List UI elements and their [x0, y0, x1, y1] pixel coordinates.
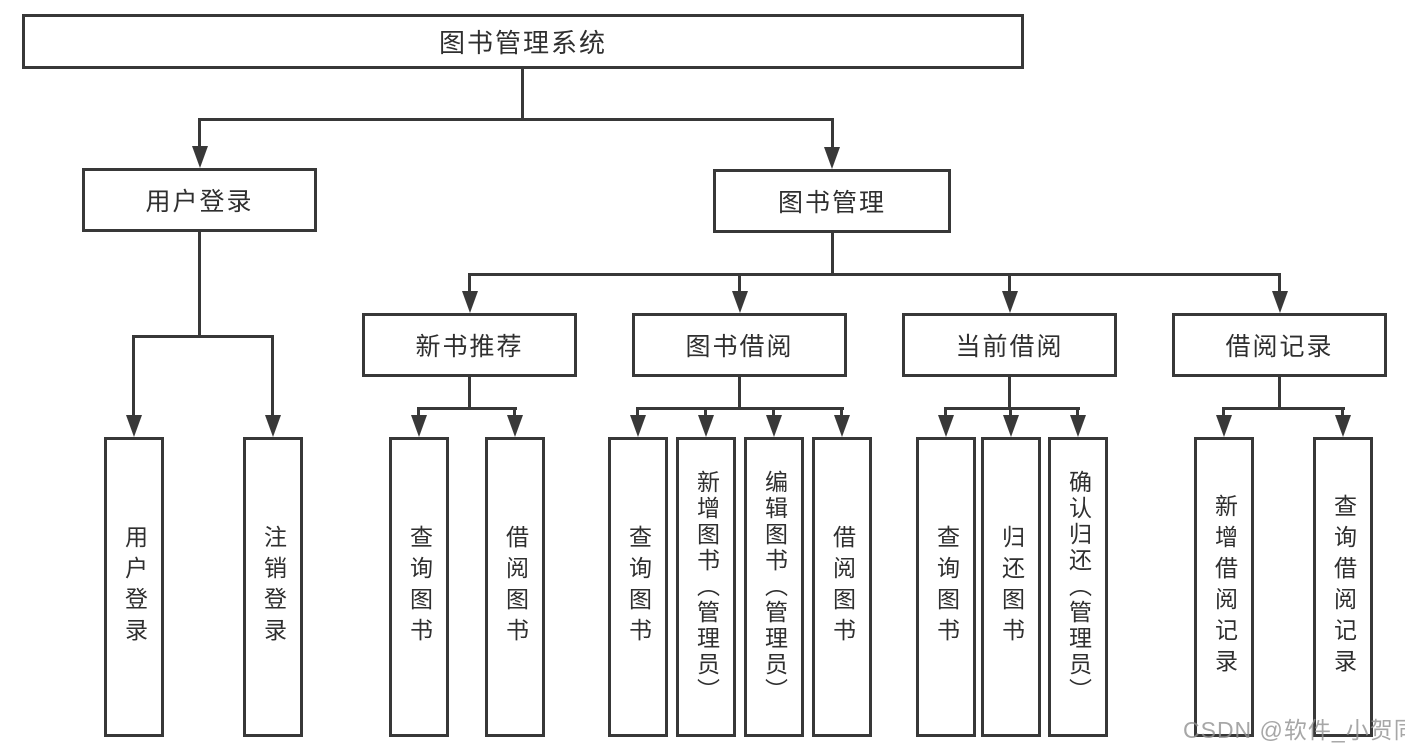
arrow-down-icon — [411, 415, 427, 437]
leaf-query-books-borrowing: 查询图书 — [608, 437, 668, 737]
connector-line — [772, 407, 775, 419]
connector-line — [840, 407, 843, 419]
connector-line — [132, 335, 274, 338]
connector-line — [738, 377, 741, 407]
arrow-down-icon — [834, 415, 850, 437]
node-label: 借阅图书 — [502, 525, 529, 649]
node-label: 查询图书 — [406, 525, 433, 649]
connector-line — [513, 407, 516, 419]
leaf-confirm-return-admin: 确认归还（管理员） — [1048, 437, 1108, 737]
leaf-borrow-books-recommend: 借阅图书 — [485, 437, 545, 737]
connector-line — [1222, 407, 1225, 419]
arrow-down-icon — [1002, 291, 1018, 313]
leaf-query-books-current: 查询图书 — [916, 437, 976, 737]
arrow-down-icon — [1216, 415, 1232, 437]
node-label: 归还图书 — [998, 525, 1025, 649]
connector-line — [831, 233, 834, 273]
connector-line — [417, 407, 517, 410]
arrow-down-icon — [1070, 415, 1086, 437]
arrow-down-icon — [507, 415, 523, 437]
connector-line — [1076, 407, 1079, 419]
arrow-down-icon — [126, 415, 142, 437]
arrow-down-icon — [1003, 415, 1019, 437]
connector-line — [1222, 407, 1345, 410]
node-label: 确认归还（管理员） — [1065, 470, 1092, 704]
connector-line — [468, 273, 471, 295]
arrow-down-icon — [630, 415, 646, 437]
connector-line — [198, 118, 834, 121]
node-label: 用户登录 — [121, 525, 148, 649]
connector-line — [1278, 377, 1281, 407]
leaf-user-login: 用户登录 — [104, 437, 164, 737]
connector-line — [198, 232, 201, 335]
arrow-down-icon — [1335, 415, 1351, 437]
leaf-edit-books-admin: 编辑图书（管理员） — [744, 437, 804, 737]
node-label: 图书借阅 — [685, 333, 794, 361]
node-label: 新增图书（管理员） — [693, 470, 720, 704]
leaf-borrow-books: 借阅图书 — [812, 437, 872, 737]
node-borrowing-records: 借阅记录 — [1172, 313, 1387, 377]
arrow-down-icon — [462, 291, 478, 313]
leaf-query-books-recommend: 查询图书 — [389, 437, 449, 737]
node-book-management: 图书管理 — [713, 169, 951, 233]
node-label: 用户登录 — [145, 188, 254, 216]
node-current-borrowing: 当前借阅 — [902, 313, 1117, 377]
connector-line — [1008, 377, 1011, 407]
node-label: 图书管理系统 — [438, 28, 607, 58]
arrow-down-icon — [732, 291, 748, 313]
node-book-borrowing: 图书借阅 — [632, 313, 847, 377]
csdn-watermark: CSDN @软件_小贺同学 — [1183, 717, 1405, 743]
arrow-down-icon — [766, 415, 782, 437]
connector-line — [704, 407, 707, 419]
connector-line — [831, 118, 834, 151]
node-user-login: 用户登录 — [82, 168, 317, 232]
leaf-return-books: 归还图书 — [981, 437, 1041, 737]
connector-line — [1008, 273, 1011, 295]
arrow-down-icon — [824, 147, 840, 169]
arrow-down-icon — [698, 415, 714, 437]
connector-line — [944, 407, 1080, 410]
node-library-system: 图书管理系统 — [22, 14, 1024, 69]
node-label: 借阅记录 — [1225, 333, 1334, 361]
node-label: 借阅图书 — [829, 525, 856, 649]
arrow-down-icon — [265, 415, 281, 437]
connector-line — [198, 118, 201, 150]
connector-line — [944, 407, 947, 419]
connector-line — [271, 335, 274, 419]
connector-line — [468, 377, 471, 407]
node-new-book-recommend: 新书推荐 — [362, 313, 577, 377]
connector-line — [417, 407, 420, 419]
arrow-down-icon — [192, 146, 208, 168]
node-label: 当前借阅 — [955, 333, 1064, 361]
connector-line — [1278, 273, 1281, 295]
leaf-logout: 注销登录 — [243, 437, 303, 737]
node-label: 新增借阅记录 — [1211, 494, 1238, 680]
connector-line — [636, 407, 844, 410]
arrow-down-icon — [1272, 291, 1288, 313]
connector-line — [521, 69, 524, 118]
arrow-down-icon — [938, 415, 954, 437]
leaf-add-borrow-record: 新增借阅记录 — [1194, 437, 1254, 737]
node-label: 图书管理 — [777, 189, 886, 217]
leaf-query-borrow-record: 查询借阅记录 — [1313, 437, 1373, 737]
node-label: 注销登录 — [260, 525, 287, 649]
connector-line — [132, 335, 135, 419]
leaf-add-books-admin: 新增图书（管理员） — [676, 437, 736, 737]
connector-line — [468, 273, 1281, 276]
node-label: 查询图书 — [933, 525, 960, 649]
node-label: 新书推荐 — [415, 333, 524, 361]
node-label: 编辑图书（管理员） — [761, 470, 788, 704]
connector-line — [1009, 407, 1012, 419]
node-label: 查询图书 — [625, 525, 652, 649]
node-label: 查询借阅记录 — [1330, 494, 1357, 680]
connector-line — [738, 273, 741, 295]
connector-line — [1341, 407, 1344, 419]
connector-line — [636, 407, 639, 419]
